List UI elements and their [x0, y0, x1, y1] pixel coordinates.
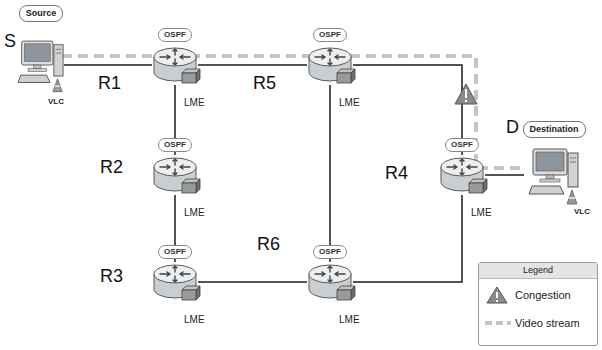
protocol-badge: OSPF	[158, 245, 192, 259]
lme-module	[469, 179, 487, 193]
lme-module	[337, 69, 355, 83]
router-name: R3	[100, 266, 123, 287]
module-label: LME	[184, 97, 205, 109]
role-badge: Source	[19, 5, 64, 22]
legend-text: Congestion	[515, 288, 571, 302]
lme-module	[182, 69, 200, 83]
lme-module	[182, 179, 200, 193]
network-link	[353, 195, 462, 282]
network-link	[64, 64, 152, 66]
router-icon	[152, 45, 198, 85]
legend-box: Legend Congestion Video stream	[478, 262, 598, 346]
router-node: OSPFR5LME	[307, 45, 353, 85]
router-node: OSPFR1LME	[152, 45, 198, 85]
lme-module	[182, 286, 200, 300]
router-name: R2	[100, 157, 123, 178]
router-node: OSPFR6LME	[307, 262, 353, 302]
router-node: OSPFR4LME	[439, 155, 485, 195]
congestion-symbol	[455, 84, 477, 104]
pc-icon	[18, 35, 64, 95]
host-node: SourceSVLC	[18, 35, 64, 95]
app-label: VLC	[574, 207, 590, 217]
video-stream-sample	[485, 314, 511, 332]
module-label: LME	[184, 207, 205, 219]
video-stream-path	[62, 56, 524, 168]
router-name: R5	[253, 73, 276, 94]
router-icon	[307, 262, 353, 302]
module-label: LME	[339, 97, 360, 109]
edge-group	[64, 65, 524, 282]
router-node: OSPFR3LME	[152, 262, 198, 302]
router-name: R6	[257, 234, 280, 255]
router-icon	[152, 155, 198, 195]
protocol-badge: OSPF	[158, 28, 192, 42]
role-badge: Destination	[523, 121, 586, 138]
legend-row: Congestion	[479, 285, 597, 305]
protocol-badge: OSPF	[313, 245, 347, 259]
legend-title: Legend	[479, 263, 597, 279]
host-name: S	[4, 31, 16, 52]
router-name: R4	[385, 163, 408, 184]
legend-text: Video stream	[515, 316, 580, 330]
host-name: D	[506, 117, 519, 138]
router-icon	[307, 45, 353, 85]
router-node: OSPFR2LME	[152, 155, 198, 195]
legend-row: Video stream	[479, 313, 597, 333]
network-link	[198, 64, 307, 66]
router-icon	[152, 262, 198, 302]
congestion-sample	[485, 286, 509, 304]
network-link	[198, 281, 307, 283]
protocol-badge: OSPF	[158, 138, 192, 152]
pc-icon	[524, 145, 584, 205]
app-label: VLC	[48, 97, 64, 107]
module-label: LME	[471, 207, 492, 219]
protocol-badge: OSPF	[313, 28, 347, 42]
network-link	[485, 174, 524, 176]
module-label: LME	[184, 314, 205, 326]
protocol-badge: OSPF	[445, 138, 479, 152]
module-label: LME	[339, 314, 360, 326]
router-icon	[439, 155, 485, 195]
router-name: R1	[98, 73, 121, 94]
network-link	[329, 85, 331, 262]
host-node: DestinationDVLC	[524, 145, 584, 205]
lme-module	[337, 286, 355, 300]
